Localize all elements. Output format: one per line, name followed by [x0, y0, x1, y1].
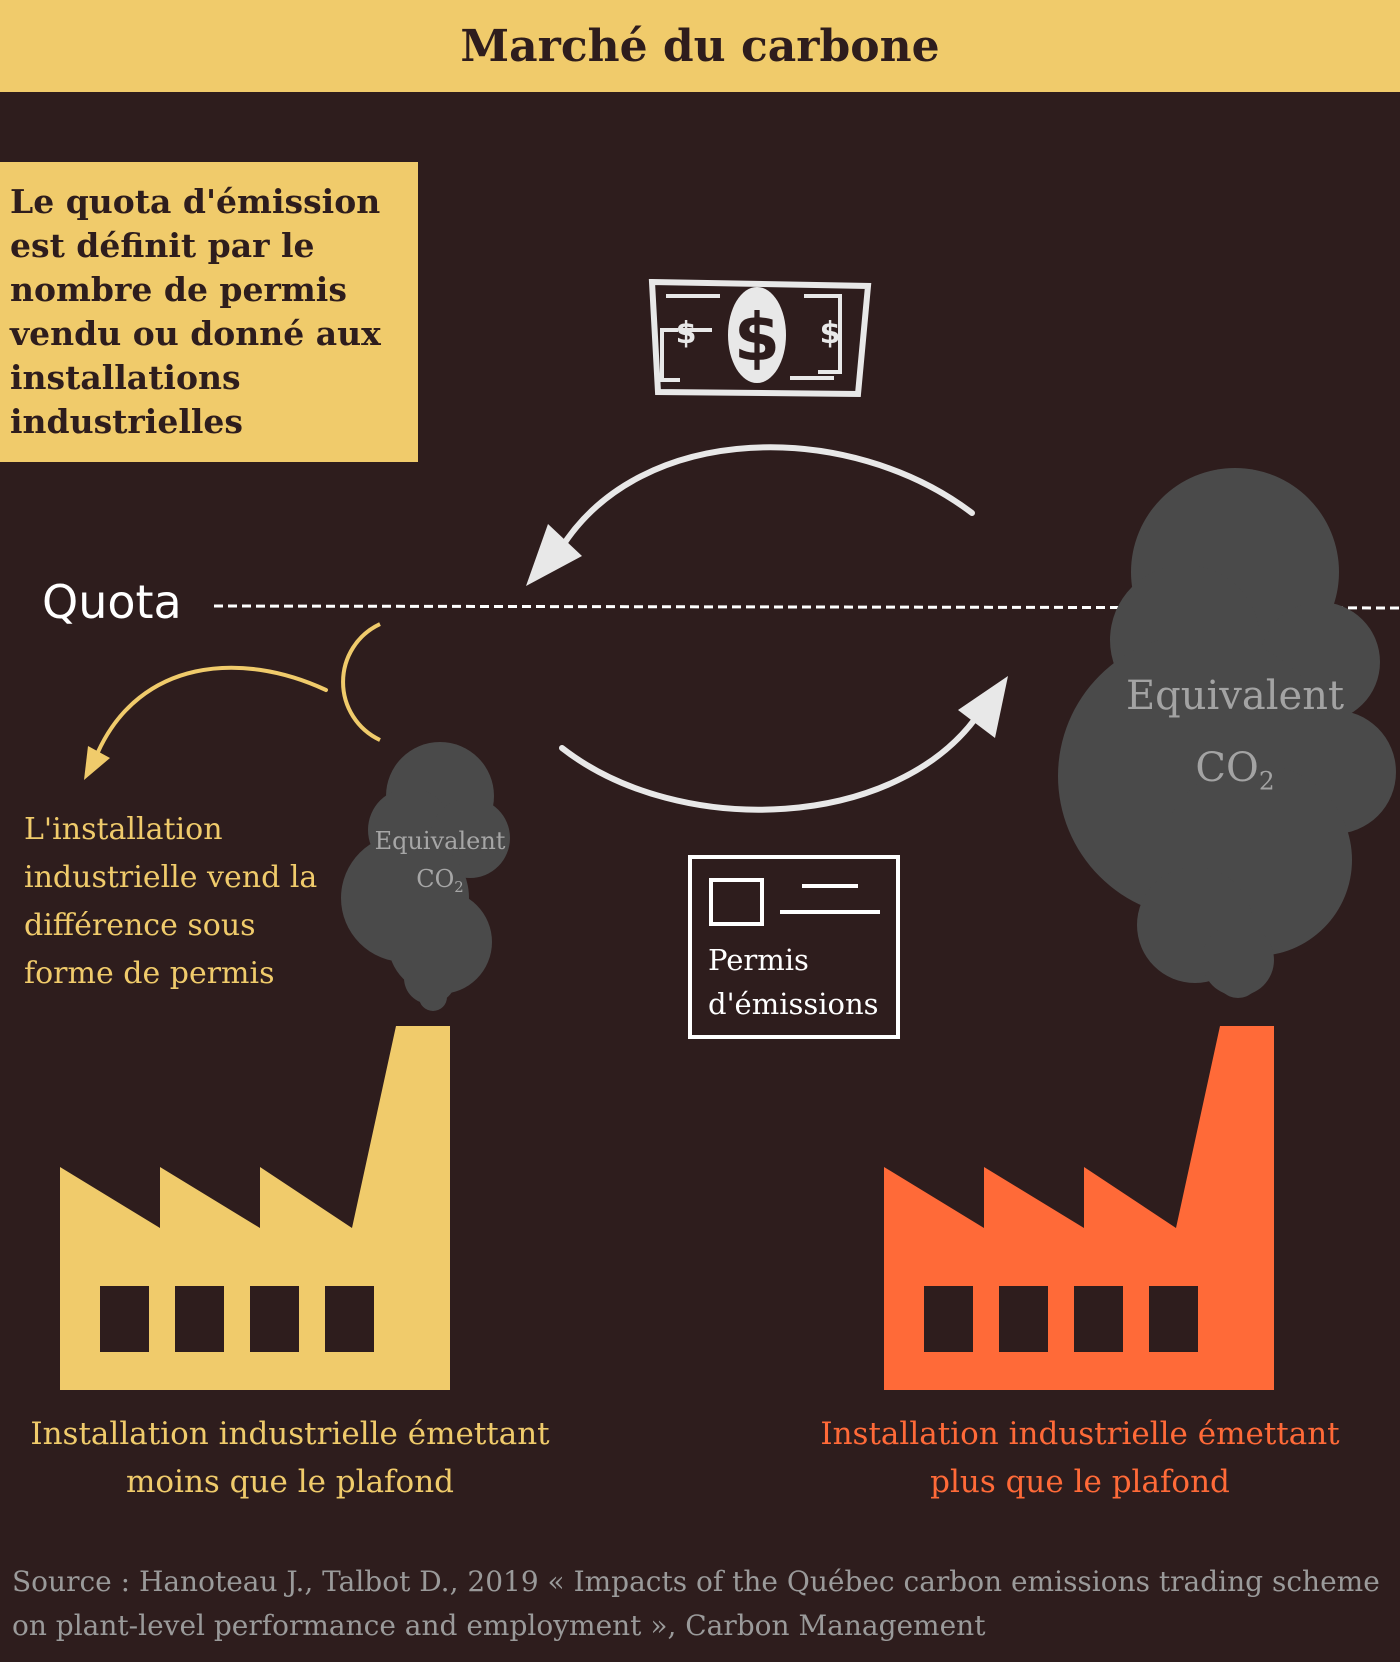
quota-label: Quota — [42, 575, 182, 629]
svg-text:$: $ — [820, 316, 841, 351]
co2-small-equivalent: Equivalent — [374, 827, 506, 855]
factory-right-windows — [924, 1286, 1198, 1352]
svg-text:$: $ — [676, 316, 697, 351]
permit-flow-arrow — [559, 676, 1008, 813]
co2-small-formula: CO2 — [360, 860, 520, 906]
quota-difference-bracket — [341, 622, 381, 742]
small-co2-cloud — [341, 742, 510, 1011]
factory-right-caption: Installation industrielle émettant plus … — [820, 1416, 1340, 1500]
co2-large-subscript: 2 — [1258, 766, 1275, 796]
co2-small-subscript: 2 — [454, 878, 464, 897]
header-bar: Marché du carbone — [0, 0, 1400, 92]
dollar-bill-icon: $ $ $ — [648, 278, 872, 398]
co2-large-label: Equivalent CO2 — [1100, 660, 1370, 818]
permit-label: Permis d'émissions — [708, 943, 879, 1021]
co2-small-formula-text: CO — [416, 865, 455, 893]
co2-large-formula: CO2 — [1100, 732, 1370, 818]
sell-difference-arrow — [84, 665, 328, 780]
co2-small-label: Equivalent CO2 — [360, 822, 520, 906]
svg-text:$: $ — [734, 299, 780, 376]
money-flow-arrow — [526, 444, 975, 586]
permit-document-icon — [688, 855, 900, 1039]
co2-large-formula-text: CO — [1195, 745, 1259, 791]
quota-definition-box: Le quota d'émission est définit par le n… — [0, 162, 418, 462]
page-title: Marché du carbone — [460, 20, 940, 72]
co2-large-equivalent: Equivalent — [1125, 673, 1345, 719]
sell-difference-note: L'installation industrielle vend la diff… — [24, 812, 318, 991]
large-co2-cloud — [1058, 468, 1396, 998]
source-citation: Source : Hanoteau J., Talbot D., 2019 « … — [12, 1565, 1380, 1642]
quota-definition-text: Le quota d'émission est définit par le n… — [10, 182, 381, 441]
factory-left-caption: Installation industrielle émettant moins… — [30, 1416, 550, 1500]
factory-left-windows — [100, 1286, 374, 1352]
